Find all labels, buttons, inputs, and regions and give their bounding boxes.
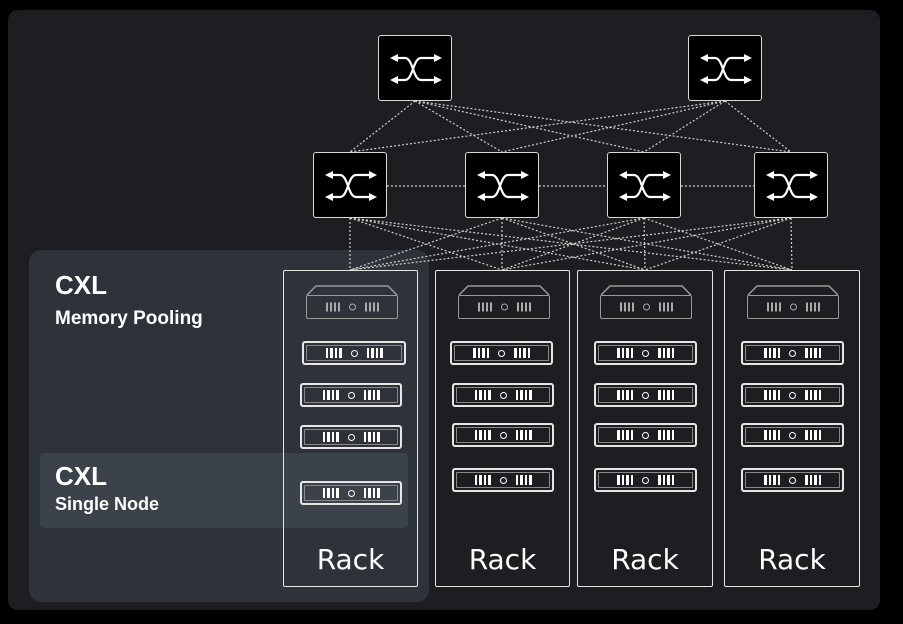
network-link [414, 100, 645, 153]
rack-3: Rack [577, 270, 713, 587]
server-unit [300, 481, 402, 505]
top-server [600, 285, 692, 319]
top-server [458, 285, 550, 319]
single-node-subtitle: Single Node [55, 494, 160, 514]
server-unit [594, 423, 697, 447]
leaf-switch-2 [465, 152, 539, 218]
leaf-switch-3 [607, 152, 681, 218]
top-server [306, 285, 398, 319]
network-link [501, 100, 726, 153]
top-server [747, 285, 839, 319]
network-link [414, 100, 792, 153]
server-unit [594, 341, 697, 365]
rack-label: Rack [758, 543, 826, 576]
rack-4: Rack [724, 270, 860, 587]
server-unit [300, 425, 402, 449]
server-unit [452, 423, 554, 447]
single-node-title: CXL [55, 461, 107, 491]
network-link [349, 100, 416, 153]
server-unit [741, 468, 844, 492]
pooling-title: CXL [55, 270, 107, 300]
leaf-switch-1 [313, 152, 387, 218]
server-unit [594, 383, 697, 407]
rack-1: Rack [283, 270, 418, 587]
network-link [414, 100, 503, 153]
network-link [643, 217, 646, 271]
server-unit [302, 341, 406, 365]
rack-2: Rack [435, 270, 570, 587]
network-link [501, 217, 646, 271]
network-link [349, 217, 645, 271]
leaf-switch-4 [754, 152, 828, 218]
network-link [501, 217, 792, 271]
server-unit [452, 468, 554, 492]
network-link [349, 100, 726, 153]
spine-switch-1 [378, 35, 452, 101]
server-unit [450, 341, 553, 365]
network-link [790, 217, 793, 271]
server-unit [741, 341, 844, 365]
server-unit [300, 383, 402, 407]
network-link [644, 217, 792, 271]
server-unit [741, 383, 844, 407]
rack-label: Rack [611, 543, 679, 576]
pooling-subtitle: Memory Pooling [55, 308, 203, 329]
network-link [724, 100, 792, 153]
spine-switch-2 [688, 35, 762, 101]
rack-label: Rack [316, 543, 385, 576]
single-node-region [40, 453, 408, 528]
rack-label: Rack [468, 543, 537, 576]
network-link [643, 100, 726, 153]
server-unit [452, 383, 554, 407]
network-link [501, 217, 645, 271]
server-unit [594, 468, 697, 492]
server-unit [741, 423, 844, 447]
network-link [501, 217, 793, 271]
network-link [349, 217, 503, 271]
